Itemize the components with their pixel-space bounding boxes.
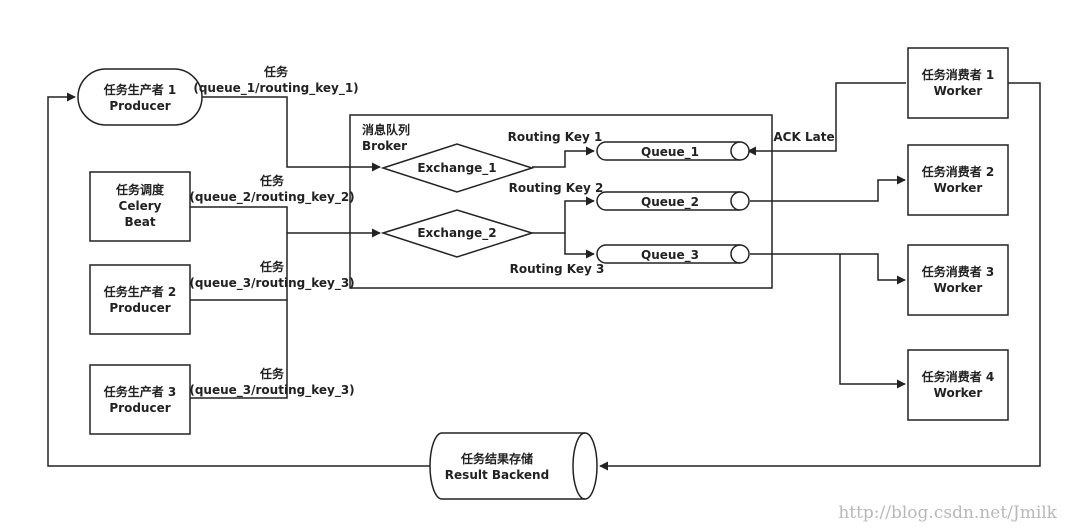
exchange1-node: Exchange_1 — [380, 143, 535, 193]
backend-label-en: Result Backend — [445, 468, 549, 482]
edge-labels: 任务 (queue_1/routing_key_1) 任务 (queue_2/r… — [189, 64, 834, 398]
edge-queue3-worker4 — [839, 254, 906, 389]
exchange2-label: Exchange_2 — [417, 226, 496, 241]
worker1-label-en: Worker — [934, 84, 983, 98]
worker4-label-en: Worker — [934, 386, 983, 400]
edge-worker1-backend — [599, 82, 1041, 471]
broker-container: 消息队列 Broker — [349, 114, 773, 289]
producer1-label-cn: 任务生产者 1 — [103, 82, 177, 97]
celery-beat-label-en1: Celery — [119, 199, 162, 213]
edge-queue3-worker3 — [750, 253, 906, 285]
ack-late-label: ACK Late — [773, 130, 834, 144]
worker1-node: 任务消费者 1 Worker — [907, 47, 1009, 119]
broker-label-cn: 消息队列 — [362, 122, 410, 137]
queue1-label: Queue_1 — [641, 145, 699, 160]
backend-node: 任务结果存储 Result Backend — [429, 432, 598, 500]
producer3-node: 任务生产者 3 Producer — [89, 364, 191, 435]
edge-exchange2-queue2 — [532, 196, 595, 234]
edge-backend-producer1 — [47, 92, 432, 467]
worker4-node: 任务消费者 4 Worker — [907, 349, 1009, 421]
task1-label-cn: 任务 — [263, 64, 289, 79]
routing-key-1-label: Routing Key 1 — [508, 130, 603, 144]
edge-worker1-queue1-ack — [747, 82, 906, 156]
edge-celery-beat-exchange2 — [190, 206, 381, 238]
edge-queue2-worker2 — [750, 175, 906, 202]
routing-key-2-label: Routing Key 2 — [509, 181, 604, 195]
producer3-label-en: Producer — [109, 401, 170, 415]
queue1-node: Queue_1 — [596, 141, 750, 161]
queue2-label: Queue_2 — [641, 195, 699, 210]
routing-key-3-label: Routing Key 3 — [510, 262, 605, 276]
celery-beat-node: 任务调度 Celery Beat — [89, 171, 191, 242]
celery-beat-label-en2: Beat — [124, 215, 155, 229]
task3b-label-cn: 任务 — [259, 366, 285, 381]
edges — [47, 82, 1041, 471]
worker1-label-cn: 任务消费者 1 — [921, 67, 995, 82]
task3a-label-queue: (queue_3/routing_key_3) — [189, 276, 354, 291]
producer2-label-en: Producer — [109, 301, 170, 315]
queue3-label: Queue_3 — [641, 248, 699, 263]
producer1-label-en: Producer — [109, 99, 170, 113]
worker2-label-cn: 任务消费者 2 — [921, 164, 995, 179]
producer3-label-cn: 任务生产者 3 — [103, 384, 177, 399]
edge-producer1-exchange1 — [202, 96, 381, 172]
edge-producer3-exchange2 — [190, 300, 288, 399]
worker2-node: 任务消费者 2 Worker — [907, 144, 1009, 216]
broker-label-en: Broker — [362, 139, 407, 153]
queue3-node: Queue_3 — [596, 244, 750, 264]
producer2-label-cn: 任务生产者 2 — [103, 284, 177, 299]
task3a-label-cn: 任务 — [259, 259, 285, 274]
queue2-node: Queue_2 — [596, 191, 750, 211]
task2-label-cn: 任务 — [259, 173, 285, 188]
task2-label-queue: (queue_2/routing_key_2) — [189, 190, 354, 205]
edge-exchange1-queue1 — [532, 146, 595, 168]
task1-label-queue: (queue_1/routing_key_1) — [193, 81, 358, 96]
watermark: http://blog.csdn.net/Jmilk — [838, 503, 1057, 523]
producer1-node: 任务生产者 1 Producer — [77, 68, 203, 126]
backend-label-cn: 任务结果存储 — [460, 451, 533, 466]
celery-beat-label-cn: 任务调度 — [115, 182, 165, 197]
worker3-label-en: Worker — [934, 281, 983, 295]
edge-exchange2-queue3 — [564, 233, 595, 259]
exchange2-node: Exchange_2 — [380, 209, 535, 258]
worker4-label-cn: 任务消费者 4 — [921, 369, 995, 384]
worker3-label-cn: 任务消费者 3 — [921, 264, 995, 279]
exchange1-label: Exchange_1 — [417, 161, 496, 176]
producer2-node: 任务生产者 2 Producer — [89, 264, 191, 335]
task3b-label-queue: (queue_3/routing_key_3) — [189, 383, 354, 398]
worker3-node: 任务消费者 3 Worker — [907, 244, 1009, 316]
worker2-label-en: Worker — [934, 181, 983, 195]
